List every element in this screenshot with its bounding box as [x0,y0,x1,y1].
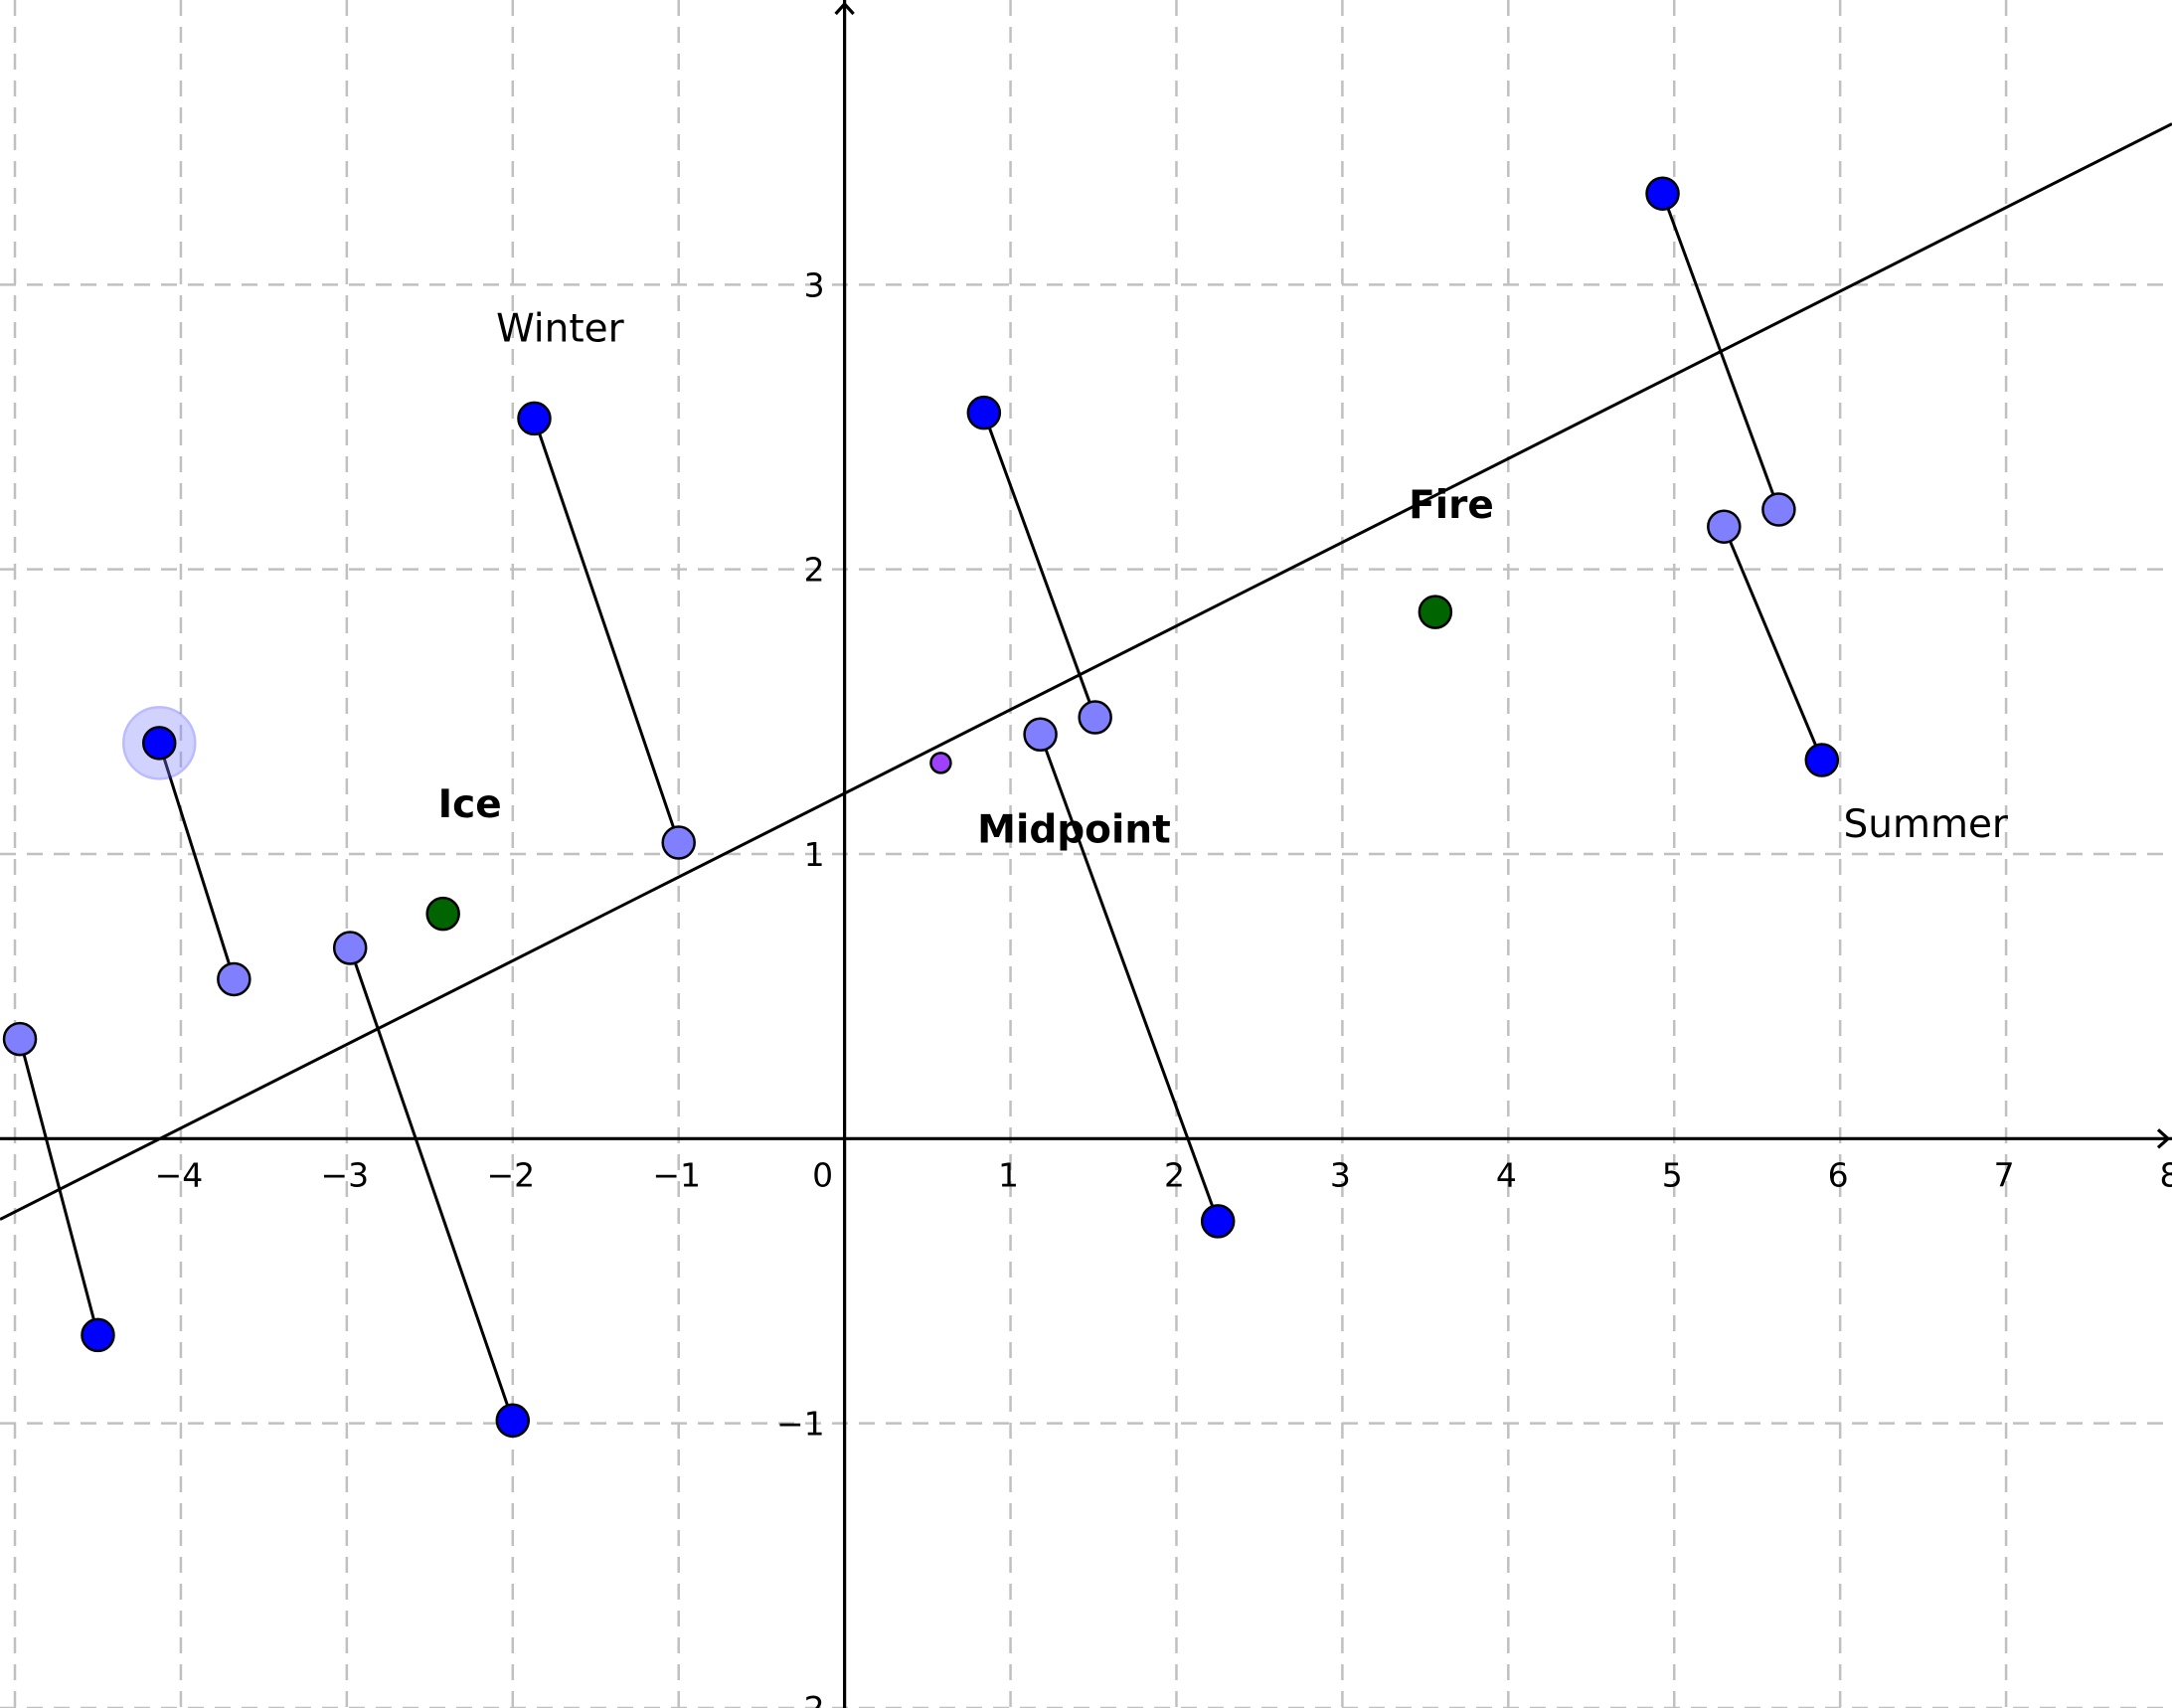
x-tick-label: 4 [1496,1155,1517,1194]
x-tick-label: −1 [652,1155,701,1194]
x-tick-label: 6 [1828,1155,1849,1194]
data-points[interactable] [81,176,1840,1439]
tick-labels: −4 −3 −2 −1 0 1 2 3 4 5 6 7 8 −2 −1 1 2 3 [155,265,2172,1708]
point-d[interactable] [517,401,552,436]
point-e[interactable] [966,395,1002,430]
point-h[interactable] [1804,743,1840,777]
point-c[interactable] [495,1403,531,1439]
label-midpoint: Midpoint [977,808,1171,853]
midpoint-point[interactable] [929,752,952,774]
point-c-projection[interactable] [332,931,368,965]
point-f[interactable] [1200,1204,1236,1239]
point-g[interactable] [1645,176,1680,211]
point-f-projection[interactable] [1023,717,1058,752]
y-tick-label: −1 [776,1405,825,1444]
y-tick-label: 2 [804,551,825,590]
perpendicular-segments[interactable] [18,193,1824,1422]
x-tick-label: 0 [812,1155,833,1194]
x-tick-label: −3 [321,1155,370,1194]
point-g-projection[interactable] [1761,492,1796,527]
y-tick-label: 3 [804,265,825,304]
label-fire: Fire [1409,483,1494,528]
cluster-centers[interactable] [425,595,1453,932]
projection-points[interactable] [2,492,1796,1057]
point-a[interactable] [81,1317,115,1353]
fitted-line[interactable] [0,122,2172,1221]
point-h-projection[interactable] [1707,509,1742,544]
label-ice: Ice [438,782,502,827]
x-tick-label: −4 [155,1155,204,1194]
point-g-segment[interactable] [1661,193,1780,511]
point-a-projection[interactable] [2,1021,38,1057]
x-tick-label: 3 [1330,1155,1351,1194]
point-d-projection[interactable] [661,825,696,860]
x-tick-label: 1 [998,1155,1019,1194]
ice-center[interactable] [425,896,460,932]
captions: Winter Ice Midpoint Fire Summer [438,307,2009,853]
fire-center[interactable] [1418,595,1453,629]
point-e-segment[interactable] [982,412,1097,719]
y-tick-label: 1 [804,835,825,874]
point-d-segment[interactable] [533,418,681,844]
label-summer: Summer [1843,802,2008,847]
point-e-projection[interactable] [1078,700,1112,735]
point-f-segment[interactable] [1039,734,1220,1222]
x-tick-label: 8 [2160,1155,2172,1194]
x-tick-label: 2 [1164,1155,1185,1194]
point-b[interactable] [141,726,177,761]
point-c-segment[interactable] [348,947,515,1422]
x-tick-label: 5 [1662,1155,1683,1194]
x-axis-arrow-icon [2156,1128,2171,1149]
y-axis-arrow-icon [834,1,855,16]
point-b-projection[interactable] [217,961,251,997]
point-a-segment[interactable] [18,1038,99,1336]
label-winter: Winter [496,307,625,352]
y-tick-label: −2 [776,1689,825,1708]
x-tick-label: −2 [486,1155,535,1194]
point-b-segment[interactable] [157,742,236,980]
x-tick-label: 7 [1994,1155,2015,1194]
point-h-segment[interactable] [1722,526,1824,762]
